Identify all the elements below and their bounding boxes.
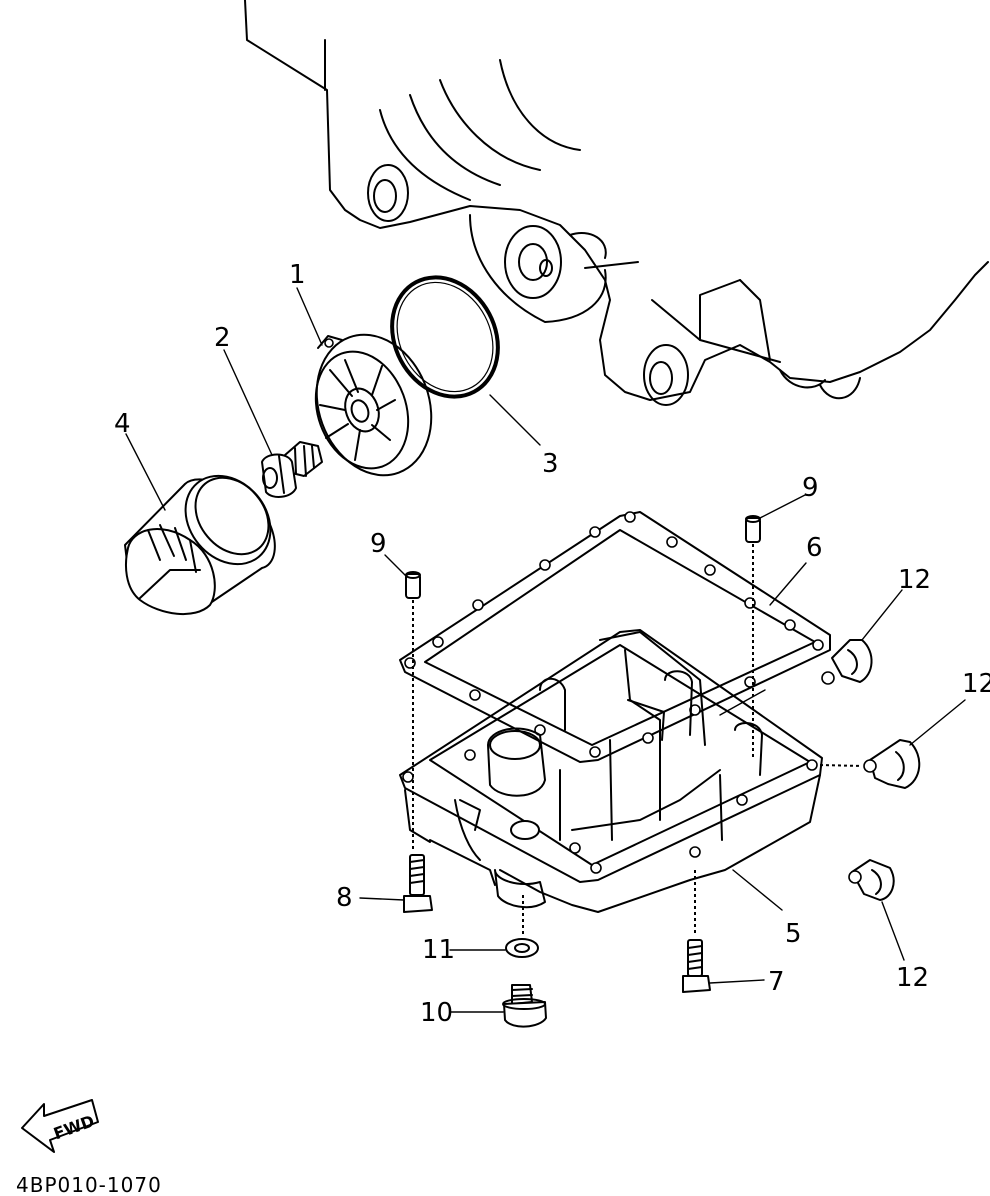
part-3-o-ring [390,275,500,399]
callout-9-left: 9 [370,529,387,559]
callout-12-lower: 12 [896,963,929,993]
part-5-oil-pan [399,629,823,913]
part-8-bolt [403,854,433,913]
callout-3: 3 [542,449,559,479]
part-10-drain-plug [502,984,547,1028]
part-2-union-bolt [261,441,323,498]
callout-7: 7 [768,967,785,997]
part-7-bolt [682,939,711,993]
part-9-dowel-pin-right [745,515,761,543]
forward-direction-arrow: FWD [21,1099,99,1153]
callout-labels: 1 2 3 4 5 6 7 8 9 9 10 11 12 12 12 [114,260,990,1028]
part-11-drain-washer [505,938,539,958]
leader-lines [125,287,966,1013]
callout-9-right: 9 [802,473,819,503]
callout-4: 4 [114,409,131,439]
callout-12-middle: 12 [962,669,990,699]
callout-11: 11 [422,935,455,965]
pan-bolt-holes [402,749,818,874]
callout-2: 2 [214,323,231,353]
callout-1: 1 [289,260,306,290]
part-12-clamp-middle [863,739,921,789]
callout-10: 10 [420,998,453,1028]
figure-code: 4BP010-1070 [16,1173,162,1196]
assembly-lines [412,544,863,935]
engine-crankcase [244,0,989,406]
part-6-oil-pan-gasket [399,511,831,763]
part-12-clamp-lower [848,859,895,901]
callout-6: 6 [806,533,823,563]
part-12-clamp-upper [821,639,873,685]
callout-5: 5 [785,919,802,949]
gasket-bolt-holes [404,511,824,758]
callout-12-upper: 12 [898,565,931,595]
callout-8: 8 [336,883,353,913]
part-4-oil-filter [124,474,276,616]
part-9-dowel-pin-left [405,571,421,599]
part-1-filter-mount [314,333,433,477]
